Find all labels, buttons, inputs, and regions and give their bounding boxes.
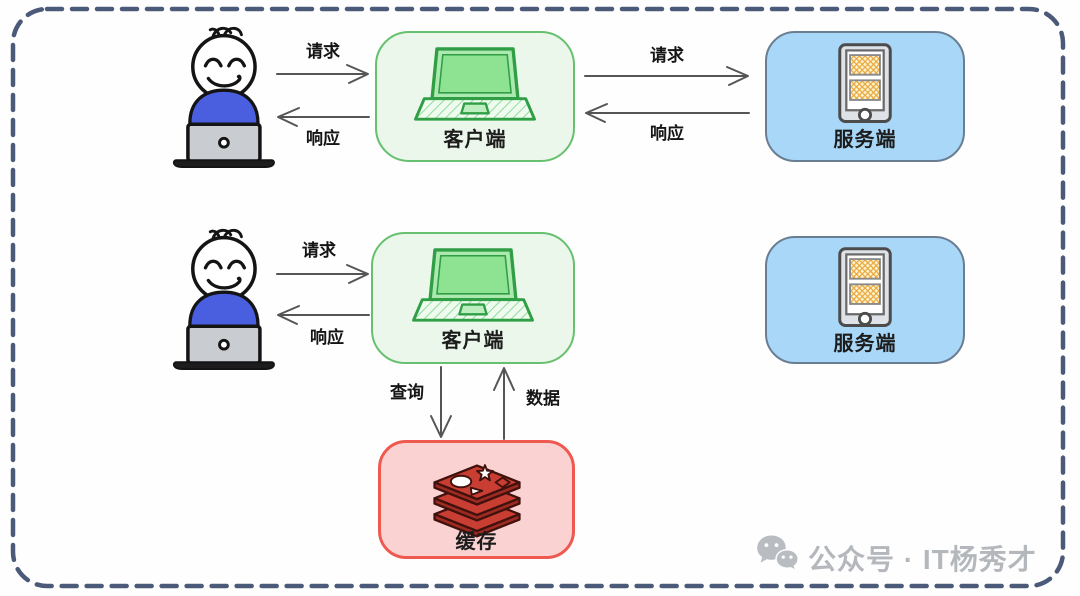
dashed-border-frame bbox=[10, 6, 1066, 589]
arrow-label-response: 响应 bbox=[310, 328, 344, 347]
cache-node: 缓存 bbox=[378, 440, 575, 559]
server-node-2: 服务端 bbox=[765, 236, 965, 364]
laptop-icon bbox=[414, 47, 536, 121]
arrow-label-response: 响应 bbox=[650, 124, 684, 143]
laptop-icon bbox=[412, 248, 534, 322]
wechat-icon bbox=[757, 535, 799, 572]
request-arrow-right bbox=[276, 264, 369, 284]
server-label: 服务端 bbox=[833, 333, 897, 355]
arrow-label-query: 查询 bbox=[390, 383, 424, 402]
server-label: 服务端 bbox=[833, 129, 897, 151]
arrow-label-response: 响应 bbox=[306, 129, 340, 148]
data-arrow-up bbox=[493, 367, 515, 440]
server-phone-icon bbox=[838, 247, 892, 327]
user-icon bbox=[172, 26, 275, 168]
client-label: 客户端 bbox=[441, 330, 505, 352]
redis-stack-icon bbox=[432, 464, 521, 538]
client-label: 客户端 bbox=[443, 129, 507, 151]
watermark-text: 公众号 · IT杨秀才 bbox=[808, 544, 1037, 575]
arrow-label-data: 数据 bbox=[526, 389, 560, 408]
response-arrow-left bbox=[277, 107, 370, 127]
user-icon bbox=[172, 228, 275, 370]
request-arrow-right bbox=[276, 64, 369, 84]
arrow-label-request: 请求 bbox=[306, 42, 340, 61]
arrow-label-request: 请求 bbox=[302, 241, 336, 260]
client-node-2: 客户端 bbox=[371, 232, 575, 364]
request-arrow-right bbox=[584, 66, 749, 86]
server-phone-icon bbox=[838, 43, 892, 123]
cache-label: 缓存 bbox=[455, 531, 498, 553]
query-arrow-down bbox=[430, 366, 452, 438]
response-arrow-left bbox=[277, 305, 370, 325]
server-node-1: 服务端 bbox=[765, 31, 965, 162]
arrow-label-request: 请求 bbox=[650, 46, 684, 65]
response-arrow-left bbox=[585, 103, 750, 123]
client-node-1: 客户端 bbox=[375, 31, 575, 162]
